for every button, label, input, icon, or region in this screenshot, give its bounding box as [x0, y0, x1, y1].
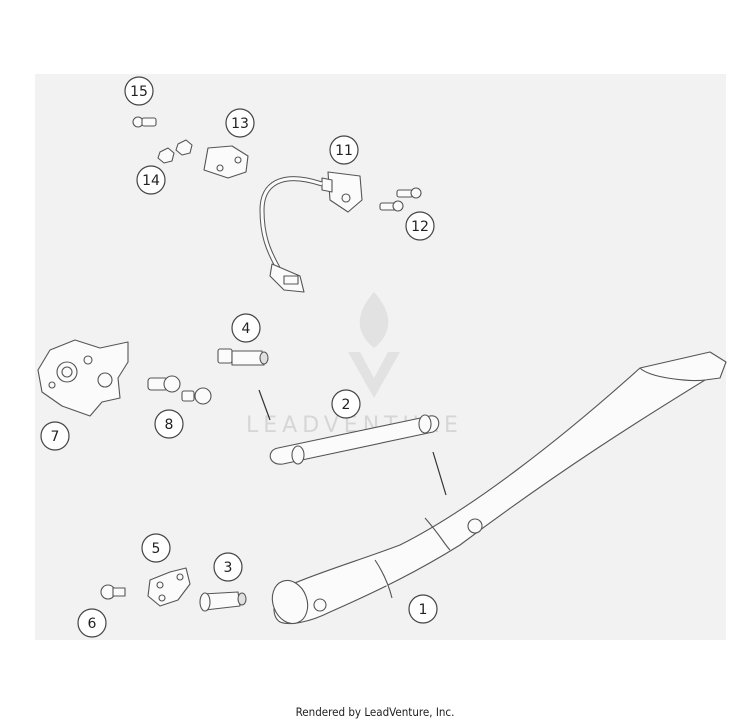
callout-label: 12 — [411, 219, 429, 235]
callout-2: 2 — [331, 389, 361, 419]
callout-label: 3 — [224, 560, 233, 576]
part-7-plate — [37, 339, 129, 417]
callout-5: 5 — [141, 533, 171, 563]
part-1-side-stand — [271, 351, 727, 625]
callout-label: 11 — [335, 143, 353, 159]
callout-12: 12 — [405, 211, 435, 241]
footer-credit: Rendered by LeadVenture, Inc. — [295, 705, 455, 719]
callout-14: 14 — [136, 165, 166, 195]
part-13-sensor-bracket — [203, 145, 249, 179]
leader-line-4 — [258, 389, 271, 421]
part-5-bracket — [147, 567, 191, 607]
leader-line-2 — [432, 451, 447, 496]
part-14-nuts — [157, 139, 193, 164]
callout-label: 14 — [142, 173, 160, 189]
part-8-screws — [147, 375, 212, 405]
part-4-pin — [217, 348, 269, 366]
callout-label: 8 — [165, 417, 174, 433]
callout-6: 6 — [77, 608, 107, 638]
part-6-screw — [100, 584, 126, 600]
part-3-pin — [199, 591, 247, 612]
callout-11: 11 — [329, 135, 359, 165]
part-2-spring — [258, 389, 440, 465]
callout-label: 13 — [231, 116, 249, 132]
part-11-sensor — [259, 171, 363, 293]
callout-label: 5 — [152, 541, 161, 557]
part-12-screws — [379, 187, 422, 212]
callout-label: 4 — [242, 321, 251, 337]
callout-label: 15 — [130, 84, 148, 100]
callout-15: 15 — [124, 76, 154, 106]
callout-3: 3 — [213, 552, 243, 582]
callout-8: 8 — [154, 409, 184, 439]
callout-1: 1 — [408, 594, 438, 624]
callout-7: 7 — [40, 421, 70, 451]
callout-label: 7 — [51, 429, 60, 445]
callout-label: 1 — [419, 602, 428, 618]
watermark-flame-logo — [348, 292, 400, 398]
part-15-screw — [132, 116, 157, 128]
callout-label: 6 — [88, 616, 97, 632]
callout-4: 4 — [231, 313, 261, 343]
callout-13: 13 — [225, 108, 255, 138]
callout-label: 2 — [342, 397, 351, 413]
